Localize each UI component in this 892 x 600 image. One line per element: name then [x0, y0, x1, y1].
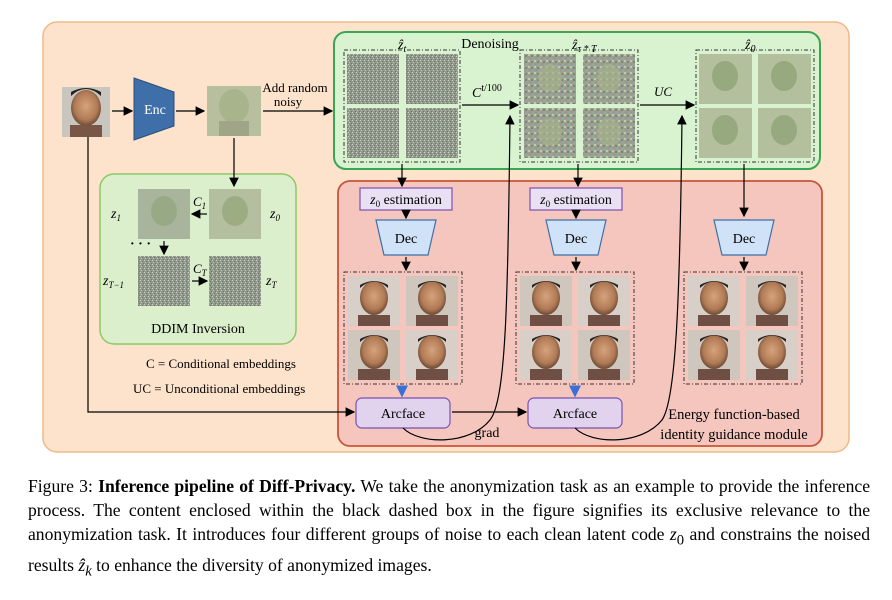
noise-grid-zt [343, 49, 461, 163]
ddim-dots: · · · [130, 237, 151, 252]
decoded-face-image [406, 330, 458, 380]
caption-text-1: We take the anonymization task as an exa… [28, 476, 871, 544]
energy-label-line2: identity guidance module [660, 427, 807, 443]
z0-estimation-label-1: z0 estimation [369, 193, 442, 209]
encoder-label: Enc [144, 103, 166, 118]
decoder-label-3: Dec [733, 232, 756, 247]
z0-label: z0 [269, 207, 280, 223]
decoder-block-3 [713, 219, 775, 256]
caption-zk-sub: k [85, 563, 92, 580]
decoded-face-image [746, 330, 798, 380]
z0-estimation-label-2: z0 estimation [539, 193, 612, 209]
decoded-face-image [746, 276, 798, 326]
encoder-block [133, 77, 175, 141]
pipeline-figure: Denoising DDIM Inversion Energy function… [42, 21, 850, 453]
ztT-label: ẑτ * T [571, 38, 598, 55]
decoded-face-image [688, 276, 740, 326]
denoising-label: Denoising [461, 37, 519, 52]
latent-image [207, 86, 261, 136]
decoder-label-2: Dec [565, 232, 588, 247]
caption-text-3: to enhance the diversity of anonymized i… [91, 554, 432, 575]
decoded-face-image [520, 276, 572, 326]
uc-definition: UC = Unconditional embeddings [133, 381, 305, 396]
decoder-label-1: Dec [395, 232, 418, 247]
zT1-label: zT−1 [102, 274, 124, 290]
decoded-face-grids [343, 271, 803, 385]
grad-curve-1 [402, 114, 515, 441]
caption-title: Inference pipeline of Diff-Privacy. [98, 476, 356, 496]
arcface-label-1: Arcface [381, 407, 425, 422]
add-noise-label-1: Add random [262, 80, 327, 95]
decoded-face-image [348, 330, 400, 380]
zT-label: zT [265, 274, 277, 290]
decoded-face-image [348, 276, 400, 326]
energy-label-line1: Energy function-based [668, 407, 800, 423]
decoded-face-image [578, 276, 630, 326]
grad-curve-2 [574, 114, 687, 441]
c-definition: C = Conditional embeddings [146, 356, 296, 371]
c-t100-label: Ct/100 [472, 83, 502, 101]
arcface-label-2: Arcface [553, 407, 597, 422]
decoded-face-image [520, 330, 572, 380]
decoded-face-image [406, 276, 458, 326]
decoder-block-1 [375, 219, 437, 256]
decoder-block-2 [545, 219, 607, 256]
z1-label: z1 [110, 207, 121, 223]
ddim-inversion-label: DDIM Inversion [151, 322, 245, 337]
noise-grid-ztT [519, 49, 639, 163]
grad-label: grad [475, 426, 500, 441]
input-face-image [62, 87, 110, 137]
c1-label: C1 [193, 194, 206, 211]
face-grid-frame [683, 271, 803, 385]
ddim-z0-image [209, 189, 261, 239]
cT-label: CT [193, 261, 208, 278]
caption-prefix: Figure 3: [28, 476, 99, 496]
z0hat-label: ẑ0 [744, 38, 755, 55]
face-grid-frame [515, 271, 635, 385]
caption-z0: z [669, 524, 677, 544]
decoded-face-image [578, 330, 630, 380]
figure-caption: Figure 3: Inference pipeline of Diff-Pri… [28, 474, 870, 583]
add-noise-label-2: noisy [274, 94, 303, 109]
zt-label: ẑt [397, 38, 406, 55]
uc-label: UC [654, 84, 672, 99]
caption-text-2: and constrains the noised results [28, 524, 871, 575]
ddim-zT-image [209, 256, 261, 306]
ddim-z1-image [138, 189, 190, 239]
caption-z0-sub: 0 [676, 532, 685, 549]
ddim-zT1-image [138, 256, 190, 306]
caption-zk: ẑ [78, 554, 86, 575]
decoded-face-image [688, 330, 740, 380]
noise-grid-z0hat [695, 49, 815, 163]
face-grid-frame [343, 271, 463, 385]
